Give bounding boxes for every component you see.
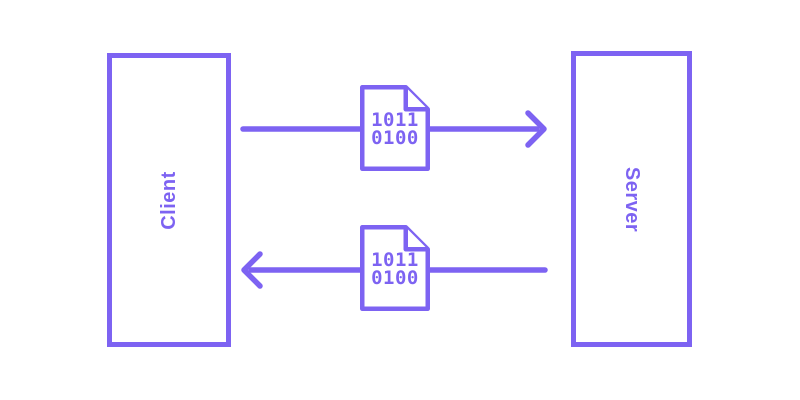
document-fold-corner bbox=[403, 227, 428, 252]
arrowhead-left-icon bbox=[241, 251, 263, 289]
document-icon bbox=[360, 225, 430, 311]
client-box: Client bbox=[107, 53, 231, 347]
arrowhead-right-icon bbox=[525, 110, 547, 148]
response-document-icon: 1011 0100 bbox=[360, 225, 430, 311]
binary-payload: 1011 0100 bbox=[360, 249, 430, 289]
document-fold-corner bbox=[403, 87, 428, 112]
binary-line-2: 0100 bbox=[371, 267, 419, 289]
document-icon bbox=[360, 85, 430, 171]
binary-line-1: 1011 bbox=[371, 249, 419, 271]
binary-line-1: 1011 bbox=[371, 109, 419, 131]
binary-payload: 1011 0100 bbox=[360, 109, 430, 149]
server-label: Server bbox=[621, 166, 643, 232]
binary-line-2: 0100 bbox=[371, 127, 419, 149]
client-label: Client bbox=[157, 170, 180, 230]
request-document-icon: 1011 0100 bbox=[360, 85, 430, 171]
server-box: Server bbox=[571, 51, 692, 347]
